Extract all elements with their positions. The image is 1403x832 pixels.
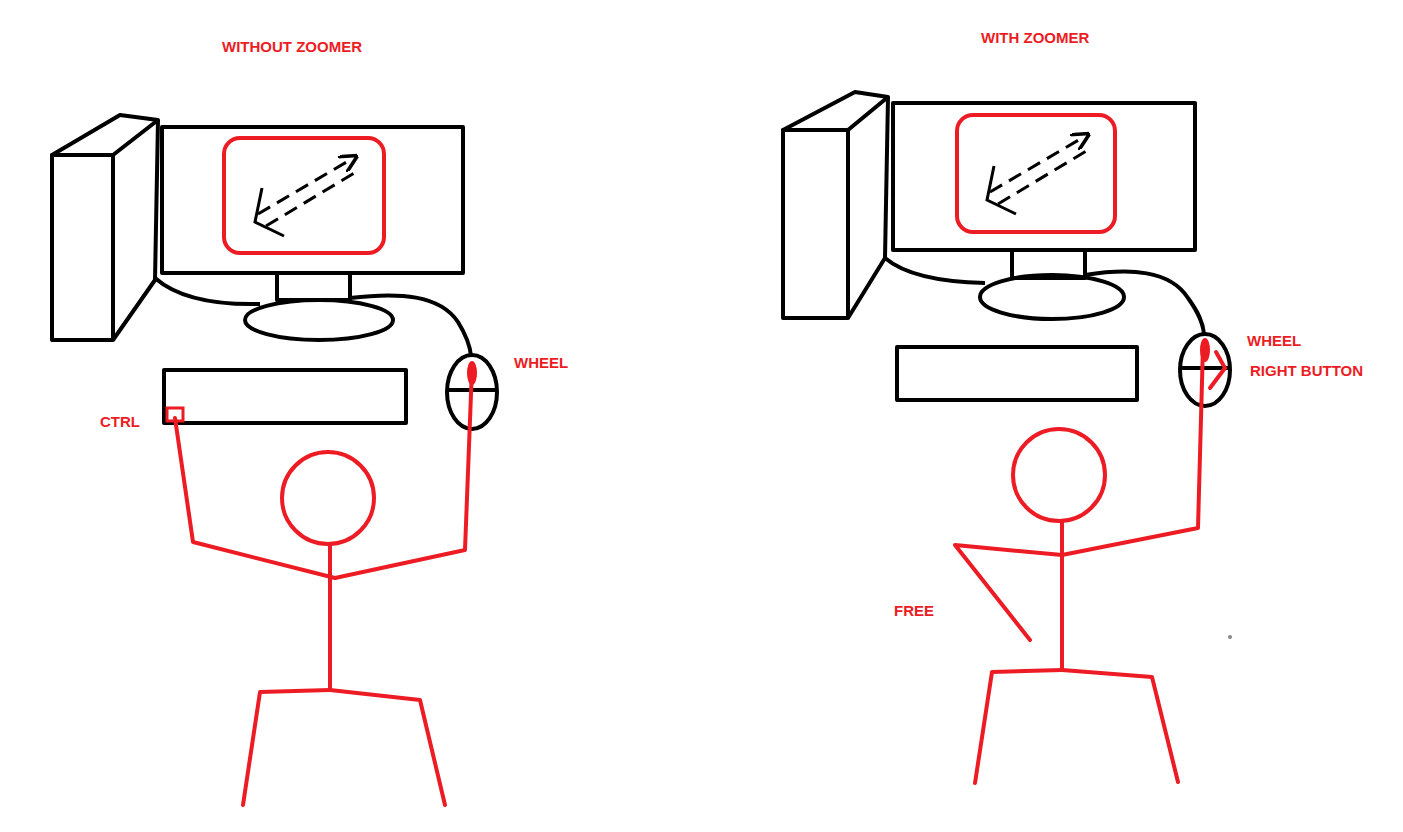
head xyxy=(282,452,374,544)
tower-top xyxy=(52,115,158,155)
computer-right xyxy=(783,92,1230,406)
stick-figure-left xyxy=(175,368,472,805)
key-label: CTRL xyxy=(100,413,140,431)
leg xyxy=(330,690,445,805)
tower-front xyxy=(52,155,113,340)
keyboard xyxy=(164,370,406,423)
monitor-base xyxy=(245,300,393,340)
control-label: WHEEL xyxy=(514,354,568,372)
leg xyxy=(243,690,330,805)
mouse xyxy=(1180,334,1230,406)
stick-figure-right xyxy=(955,345,1203,783)
control-label: RIGHT BUTTON xyxy=(1250,362,1363,380)
tower-side xyxy=(848,97,888,318)
arrow-head xyxy=(987,166,1016,214)
zoom-window xyxy=(957,115,1115,232)
zoom-arrow xyxy=(255,160,356,236)
body xyxy=(328,545,332,690)
keyboard xyxy=(897,347,1137,400)
mouse-cable xyxy=(1085,272,1204,334)
mouse-cable xyxy=(350,295,471,356)
zoom-window xyxy=(224,138,384,253)
arrow-line xyxy=(990,138,1082,192)
cable xyxy=(885,258,985,283)
computer-left xyxy=(52,115,497,429)
body xyxy=(1060,521,1064,670)
cable xyxy=(155,278,260,304)
monitor-stand xyxy=(277,273,350,300)
arm xyxy=(335,368,472,578)
right-button-finger xyxy=(1210,352,1225,388)
monitor xyxy=(162,127,463,273)
leg xyxy=(975,670,1062,783)
monitor-base xyxy=(980,275,1124,319)
panel-heading: WITH ZOOMER xyxy=(981,29,1089,47)
tower-top xyxy=(783,92,888,130)
arrow-line xyxy=(266,172,356,226)
leg xyxy=(1062,670,1178,782)
tower-side xyxy=(113,120,158,340)
stray-dot xyxy=(1228,635,1232,639)
hand-label: FREE xyxy=(894,602,934,620)
arrow-head xyxy=(255,188,284,236)
control-label: WHEEL xyxy=(1247,332,1301,350)
zoom-arrow xyxy=(987,138,1088,214)
arrow-line xyxy=(258,160,350,214)
arm xyxy=(175,418,335,578)
head xyxy=(1013,429,1105,521)
tower-front xyxy=(783,130,848,318)
arm xyxy=(1062,345,1203,555)
panel-heading: WITHOUT ZOOMER xyxy=(222,38,362,56)
arrow-line xyxy=(998,150,1088,204)
monitor xyxy=(893,103,1195,250)
free-arm xyxy=(955,545,1062,640)
